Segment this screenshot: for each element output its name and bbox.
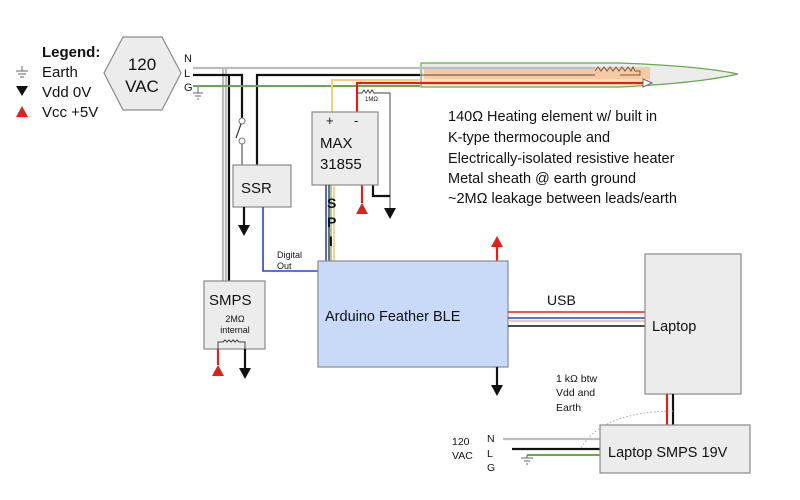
heater-element (424, 67, 650, 79)
heater-note-line: Electrically-isolated resistive heater (448, 151, 675, 167)
heater-note-line: ~2MΩ leakage between leads/earth (448, 191, 677, 207)
heating-element-probe (420, 62, 739, 88)
ssr-module: SSR Digital Out (232, 164, 318, 272)
mains-label-line1: 120 (128, 55, 156, 74)
mains-label-line2: VAC (125, 77, 159, 96)
smps-module: SMPS 2MΩ internal (203, 280, 266, 379)
usb-label: USB (547, 292, 576, 308)
resistor-label: 1MΩ (365, 97, 378, 103)
laptop-box (644, 253, 742, 395)
laptop-smps: 120 VAC N L G Laptop SMPS 19V (452, 424, 751, 474)
spi-letter-p: P (327, 214, 336, 230)
smps-sub-label-1: 2MΩ (225, 314, 245, 324)
note-1k: 1 kΩ btw Vdd and Earth (556, 373, 674, 451)
spi-bus: S P I (325, 185, 336, 262)
laptop-smps-label: Laptop SMPS 19V (608, 445, 728, 461)
terminal-n: N (184, 53, 192, 65)
earth-ground-icon (16, 66, 28, 78)
ssr-box (232, 164, 292, 208)
mains-wiring (193, 66, 420, 290)
max-gnd-arrow-icon (384, 208, 396, 219)
legend-title: Legend: (42, 44, 100, 61)
leakage-path-dotted (579, 410, 674, 451)
digital-out-label-1: Digital (277, 250, 302, 260)
max-label-line1: MAX (320, 135, 353, 152)
thermocouple-plus-wire (331, 79, 420, 112)
laptop-mains-label-2: VAC (452, 450, 473, 462)
smps-label: SMPS (209, 292, 252, 309)
usb-cable: USB (508, 292, 645, 327)
laptop-terminal-l: L (487, 448, 493, 460)
terminal-g: G (184, 82, 193, 94)
heater-note: 140Ω Heating element w/ built in K-type … (448, 109, 677, 207)
spi-letter-s: S (327, 195, 336, 211)
digital-out-label-2: Out (277, 261, 292, 271)
smps-gnd-arrow-icon (239, 368, 251, 379)
ssr-gnd-arrow-icon (238, 225, 250, 236)
arduino-vcc-arrow-icon (491, 236, 503, 247)
earth-ground-icon (193, 87, 203, 100)
legend-item-vdd: Vdd 0V (42, 84, 91, 101)
heater-note-line: Metal sheath @ earth ground (448, 171, 636, 187)
heater-note-line: 140Ω Heating element w/ built in (448, 109, 657, 125)
smps-internal-resistor-icon (217, 339, 246, 349)
line-wire-ssr-to-heater (255, 73, 420, 165)
line-wire-to-switch (193, 73, 244, 118)
max-gnd-wire (371, 185, 390, 198)
laptop: Laptop (644, 253, 742, 425)
smps-vcc-arrow-icon (212, 365, 224, 376)
arduino-label: Arduino Feather BLE (325, 309, 461, 325)
laptop-terminal-n: N (487, 433, 495, 445)
laptop-terminal-g: G (487, 462, 495, 474)
legend-item-vcc: Vcc +5V (42, 104, 98, 121)
laptop-mains-label-1: 120 (452, 436, 470, 448)
ssr-label: SSR (241, 180, 272, 197)
max-plus-label: + (326, 113, 334, 128)
laptop-label: Laptop (652, 319, 696, 335)
note-1k-line: 1 kΩ btw (556, 373, 598, 385)
legend: Legend: Earth Vdd 0V Vcc +5V (16, 44, 100, 121)
mains-source: 120 VAC N L G (103, 36, 203, 111)
thermocouple-junction-icon (642, 78, 654, 88)
switch-icon (235, 117, 246, 165)
earth-ground-icon (521, 455, 533, 465)
legend-item-earth: Earth (42, 64, 78, 81)
note-1k-line: Vdd and (556, 387, 595, 399)
heater-note-line: K-type thermocouple and (448, 130, 610, 146)
arduino-feather-ble: Arduino Feather BLE (317, 236, 509, 396)
note-1k-line: Earth (556, 402, 581, 414)
spi-letter-i: I (329, 233, 333, 249)
digital-out-wire (262, 207, 318, 272)
max-minus-label: - (354, 113, 358, 128)
smps-box (203, 280, 266, 350)
leakage-resistor-wire (357, 89, 391, 210)
smps-sub-label-2: internal (220, 325, 250, 335)
heater-resistor-icon (594, 65, 641, 76)
max31855-module: + - MAX 31855 (311, 111, 379, 186)
terminal-l: L (184, 68, 190, 80)
laptop-smps-box (599, 424, 751, 474)
arduino-gnd-arrow-icon (491, 385, 503, 396)
mains-hexagon (103, 36, 182, 111)
max-label-line2: 31855 (320, 156, 362, 173)
max-wiring: 1MΩ (331, 79, 420, 219)
max-vcc-arrow-icon (356, 203, 368, 214)
vcc-arrow-icon (16, 106, 28, 117)
max31855-box (311, 111, 379, 186)
vdd-arrow-icon (16, 86, 28, 96)
arduino-box (317, 260, 509, 368)
thermocouple-minus-wire (355, 81, 420, 112)
